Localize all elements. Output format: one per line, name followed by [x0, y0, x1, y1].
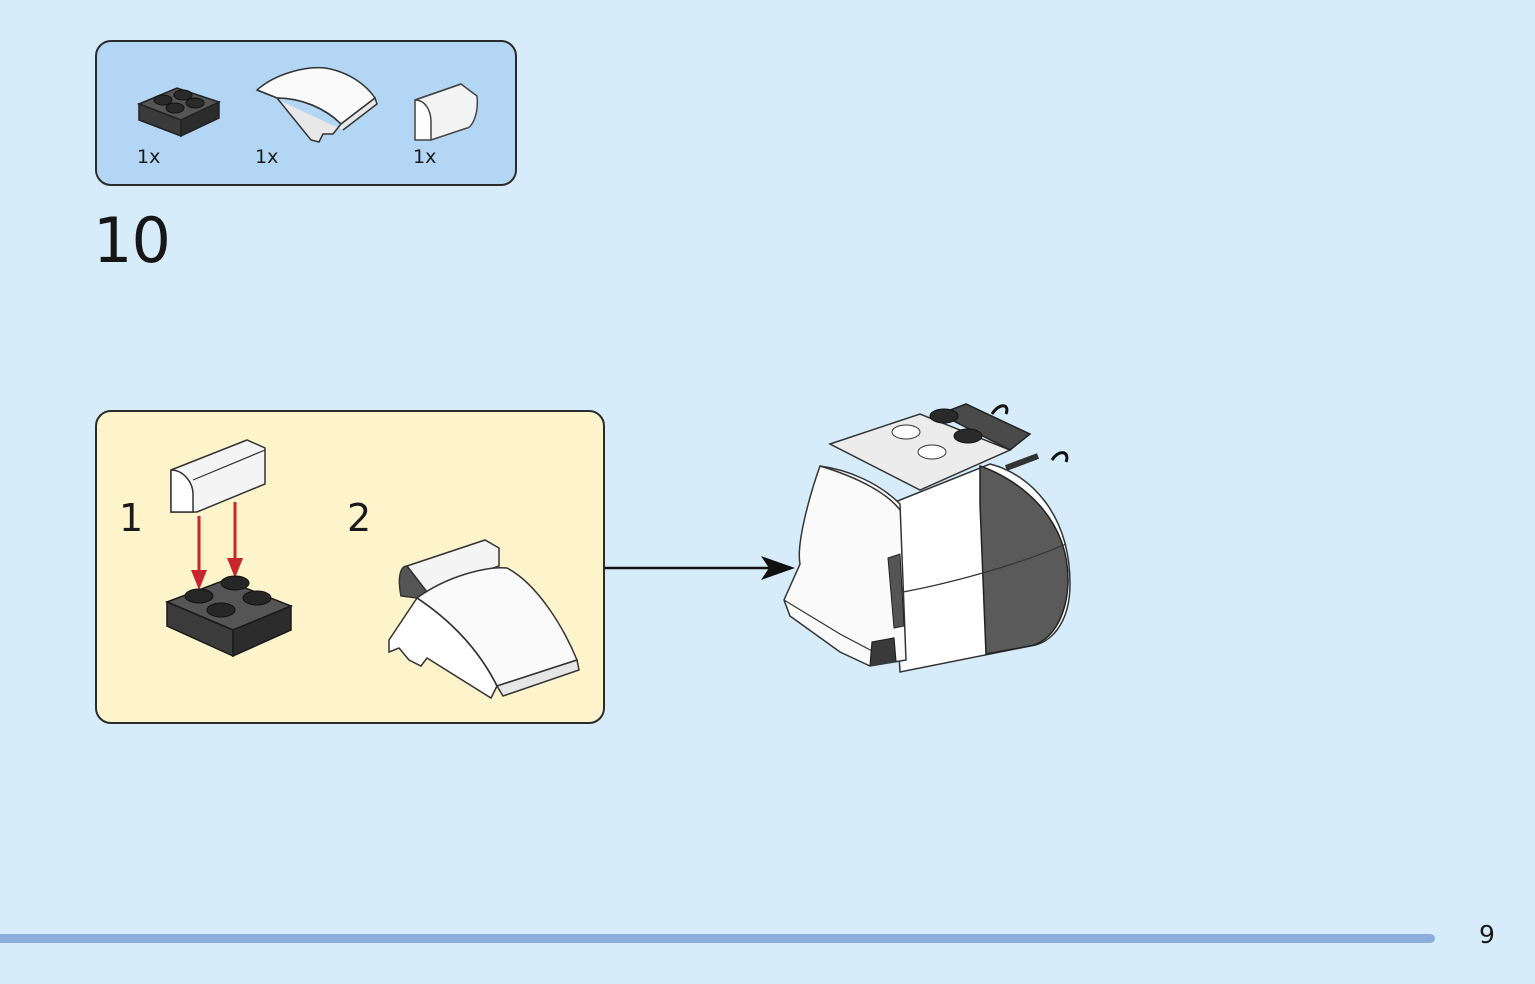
curved-wedge-icon — [255, 66, 378, 143]
part-dark-grey-plate — [136, 84, 227, 144]
part-white-wedge — [255, 64, 379, 146]
parts-list-box: 1x 1x 1x — [95, 40, 517, 186]
substep-number-1: 1 — [119, 496, 144, 540]
subassembly-box: 1 2 — [95, 410, 605, 724]
curved-slope-icon — [414, 83, 479, 141]
part-qty-1: 1x — [137, 146, 161, 168]
dark-plate-2x2 — [164, 575, 294, 658]
part-qty-3: 1x — [413, 146, 437, 168]
substep-1-illustration — [164, 439, 294, 658]
part-white-slope — [411, 82, 481, 144]
red-arrows — [191, 502, 243, 590]
page-number: 9 — [1479, 920, 1495, 949]
white-slope-brick — [170, 439, 266, 513]
substep-2-illustration — [388, 539, 580, 700]
part-qty-2: 1x — [255, 146, 279, 168]
substep-number-2: 2 — [347, 496, 372, 540]
main-model-illustration — [783, 403, 1071, 673]
assembly-arrow — [605, 556, 795, 580]
plate-2x2-icon — [136, 87, 222, 138]
step-number: 10 — [93, 204, 171, 277]
footer-bar — [0, 934, 1435, 943]
